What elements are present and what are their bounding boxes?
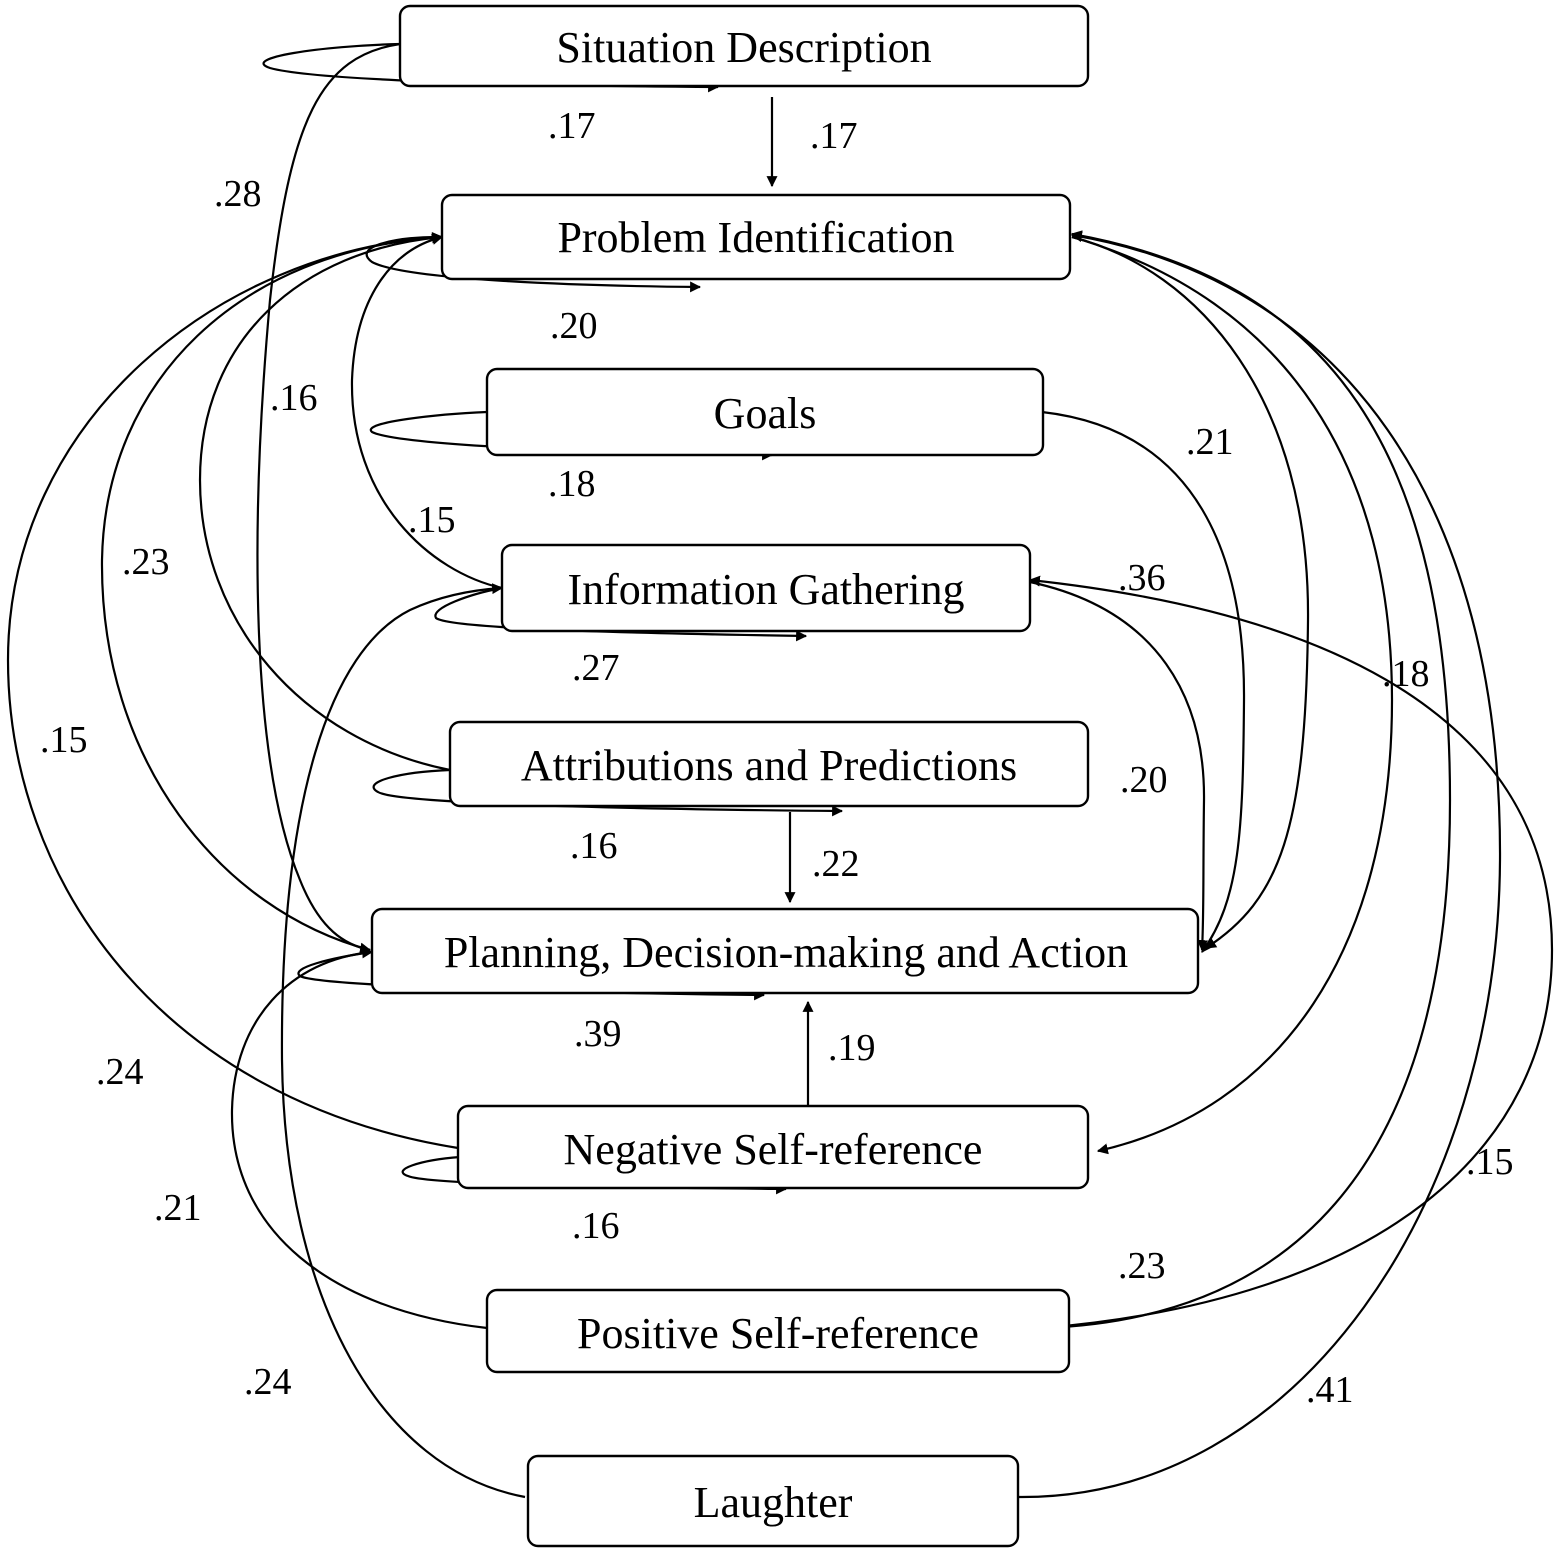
label-positive-to-problem: .23 <box>1118 1245 1166 1287</box>
label-situation-to-planning: .28 <box>214 173 262 215</box>
node-attributions-and-predictions: Attributions and Predictions <box>448 720 1090 808</box>
edge-information-self <box>434 586 808 642</box>
label-laughter-to-information-b: .24 <box>244 1361 292 1403</box>
node-information-gathering: Information Gathering <box>500 543 1032 633</box>
edge-information-to-problem <box>350 234 503 590</box>
node-label: Planning, Decision-making and Action <box>444 928 1128 977</box>
node-planning-decision-making-action: Planning, Decision-making and Action <box>370 907 1200 995</box>
node-problem-identification: Problem Identification <box>440 193 1072 281</box>
edge-information-to-planning <box>1029 580 1209 952</box>
label-planning-self: .39 <box>574 1013 622 1055</box>
label-situation-self: .17 <box>548 105 596 147</box>
edge-negative-to-problem <box>6 232 459 1150</box>
label-planning-to-problem: .23 <box>122 541 170 583</box>
label-positive-to-planning: .21 <box>154 1187 202 1229</box>
edge-problem-to-negative <box>1071 235 1394 1155</box>
edge-problem-self <box>365 235 702 293</box>
node-label: Situation Description <box>556 23 931 72</box>
label-positive-to-information: .36 <box>1118 557 1166 599</box>
label-laughter-to-problem: .41 <box>1306 1369 1354 1411</box>
label-information-self: .27 <box>572 647 620 689</box>
node-label: Attributions and Predictions <box>521 741 1017 790</box>
label-attributions-self: .16 <box>570 825 618 867</box>
label-information-to-planning: .20 <box>1120 759 1168 801</box>
node-goals: Goals <box>485 367 1045 457</box>
label-negative-to-problem: .15 <box>40 719 88 761</box>
edges <box>6 42 1554 1499</box>
node-label: Negative Self-reference <box>564 1125 983 1174</box>
node-label: Laughter <box>694 1478 853 1527</box>
edge-planning-to-problem <box>100 232 444 952</box>
label-goals-to-planning: .21 <box>1186 421 1234 463</box>
edge-problem-to-planning <box>1071 235 1310 949</box>
label-negative-to-planning: .19 <box>828 1027 876 1069</box>
label-problem-to-negative: .18 <box>1382 653 1430 695</box>
label-situation-to-problem: .17 <box>810 115 858 157</box>
edge-positive-to-planning <box>230 947 488 1330</box>
edge-attributions-self <box>372 768 844 817</box>
label-laughter-to-information: .24 <box>96 1051 144 1093</box>
node-label: Information Gathering <box>567 565 964 614</box>
label-positive-to-information-b: .15 <box>1466 1141 1514 1183</box>
label-attributions-to-planning: .22 <box>812 843 860 885</box>
edge-laughter-to-information <box>280 583 526 1499</box>
edge-goals-to-planning <box>1041 410 1246 953</box>
edge-laughter-to-problem <box>1017 231 1502 1499</box>
node-situation-description: Situation Description <box>398 4 1090 88</box>
edge-situation-to-planning <box>256 42 401 954</box>
label-information-to-problem: .15 <box>408 499 456 541</box>
label-problem-self: .20 <box>550 305 598 347</box>
label-goals-self: .18 <box>548 463 596 505</box>
node-label: Goals <box>714 389 817 438</box>
node-negative-self-reference: Negative Self-reference <box>456 1104 1090 1190</box>
node-laughter: Laughter <box>526 1454 1020 1548</box>
label-negative-self: .16 <box>572 1205 620 1247</box>
edge-labels: .17 .17 .28 .20 .16 .18 .21 .15 .23 .27 … <box>40 105 1514 1411</box>
edge-positive-to-information <box>1028 575 1554 1330</box>
node-label: Problem Identification <box>557 213 954 262</box>
node-positive-self-reference: Positive Self-reference <box>485 1288 1071 1374</box>
node-label: Positive Self-reference <box>577 1309 979 1358</box>
label-attributions-to-problem: .16 <box>270 377 318 419</box>
